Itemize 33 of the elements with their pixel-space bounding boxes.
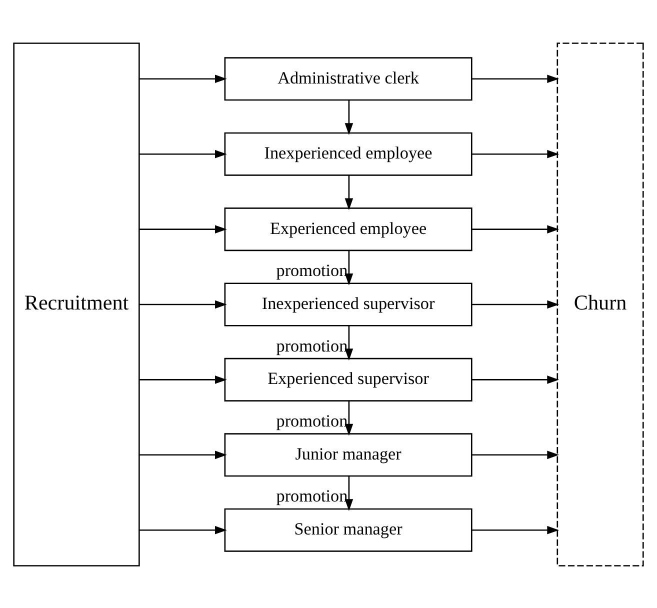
node-box: Churn [556, 42, 644, 566]
arrow [344, 325, 354, 360]
arrow [139, 149, 227, 158]
arrow [472, 300, 560, 308]
arrow [344, 100, 354, 134]
arrow [472, 375, 560, 384]
arrow [344, 250, 354, 285]
node-box: Junior manager [224, 432, 472, 476]
edge-label: promotion [276, 486, 348, 506]
arrow [344, 400, 354, 436]
arrow [139, 525, 227, 534]
arrow [139, 450, 227, 459]
node-box: Inexperienced supervisor [224, 282, 472, 326]
node-box: Administrative clerk [224, 56, 472, 100]
node-box: Experienced supervisor [224, 357, 472, 401]
arrow [139, 74, 227, 83]
edge-label: promotion [276, 260, 348, 280]
node-box: Experienced employee [224, 207, 472, 251]
node-box: Recruitment [13, 42, 140, 566]
arrow [472, 450, 560, 459]
node-box: Senior manager [224, 508, 472, 552]
node-box: Inexperienced employee [224, 132, 472, 176]
arrow [139, 375, 227, 384]
arrow [472, 525, 560, 534]
arrow [472, 224, 560, 233]
arrow [344, 174, 354, 210]
arrow [139, 300, 227, 308]
edge-label: promotion [276, 411, 348, 430]
arrow [472, 74, 560, 83]
edge-label: promotion [276, 336, 348, 355]
arrow [344, 476, 354, 510]
arrow [472, 149, 560, 158]
arrow [139, 224, 227, 233]
